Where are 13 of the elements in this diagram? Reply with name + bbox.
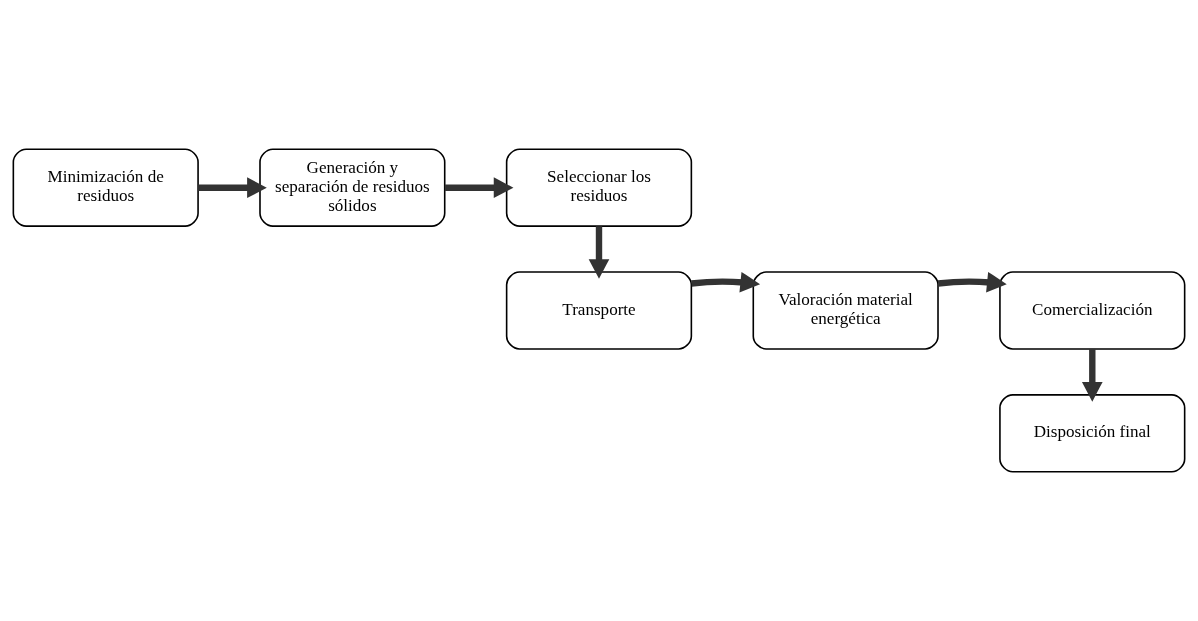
arrow bbox=[198, 177, 267, 199]
arrow bbox=[588, 226, 610, 279]
node-box: Valoración material energética bbox=[752, 271, 939, 350]
arrow bbox=[1081, 349, 1103, 402]
node-box: Transporte bbox=[505, 271, 693, 350]
node-box: Seleccionar los residuos bbox=[505, 148, 693, 227]
node-box: Comercialización bbox=[999, 271, 1186, 350]
arrow bbox=[691, 271, 761, 293]
node-box: Disposición final bbox=[999, 394, 1186, 473]
arrow bbox=[937, 271, 1007, 293]
arrow bbox=[444, 177, 514, 199]
node-box: Minimización de residuos bbox=[12, 148, 199, 227]
node-box: Generación y separación de residuos sólidos bbox=[259, 148, 446, 227]
